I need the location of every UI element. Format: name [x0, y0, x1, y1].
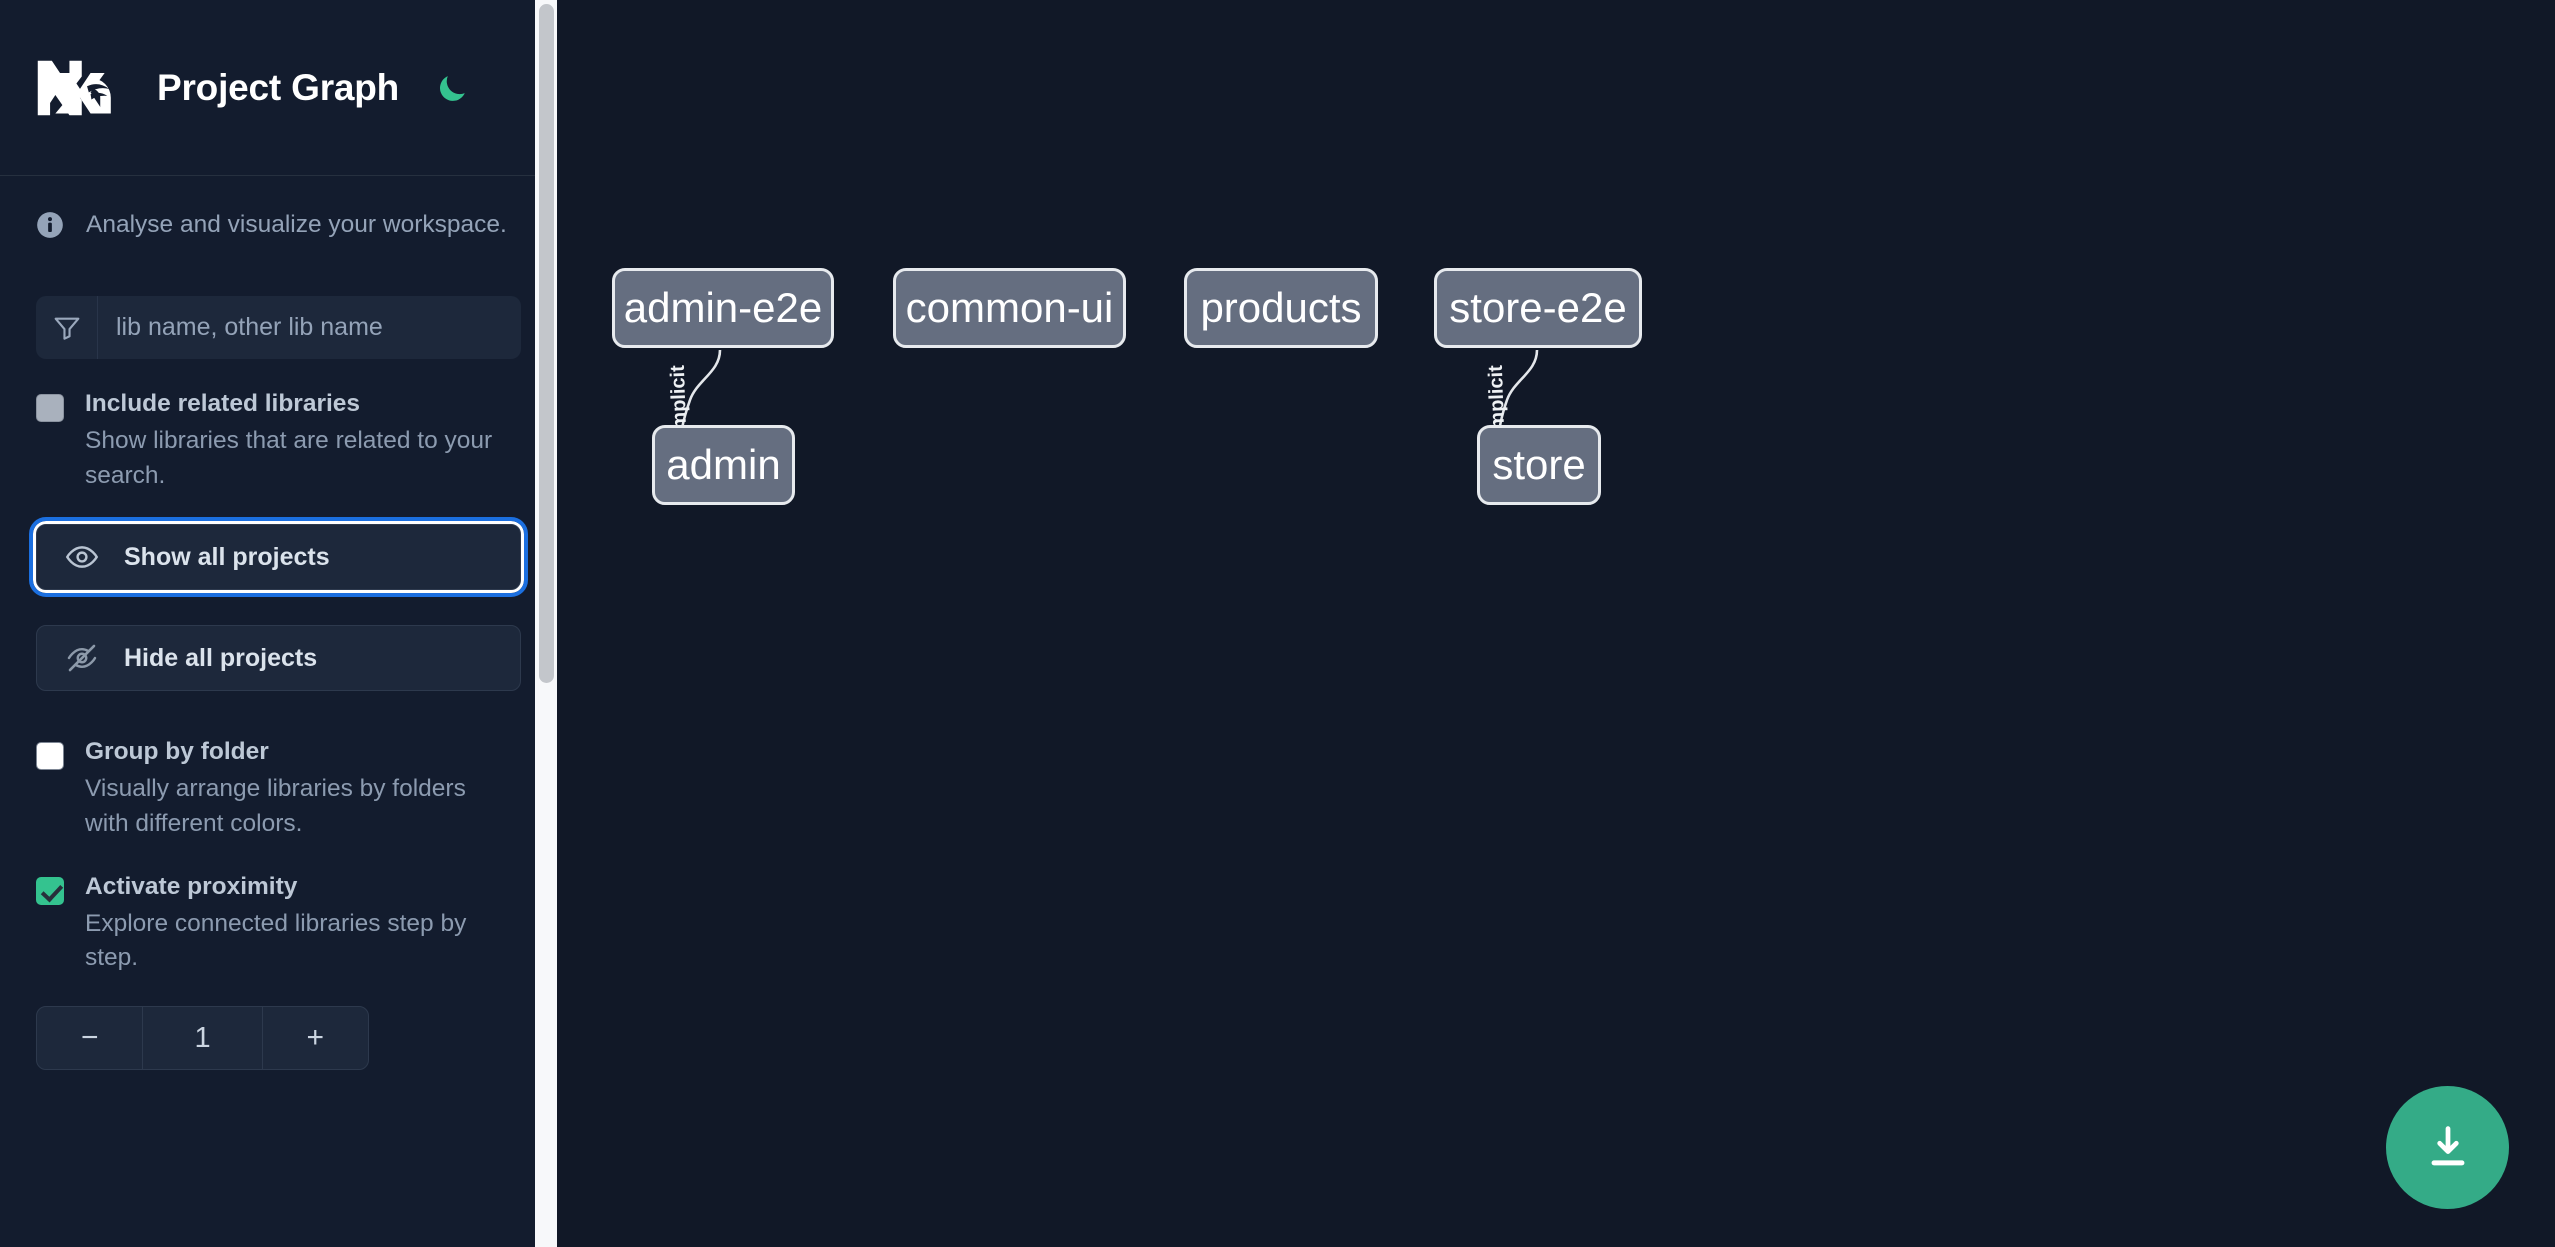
graph-node-label: store-e2e: [1449, 284, 1627, 331]
option-include-related-libraries[interactable]: Include related libraries Show libraries…: [0, 387, 557, 493]
activate-proximity-checkbox[interactable]: [36, 876, 64, 905]
moon-icon[interactable]: [430, 66, 474, 110]
option-activate-proximity[interactable]: Activate proximity Explore connected lib…: [0, 870, 557, 976]
group-by-folder-checkbox[interactable]: [36, 742, 64, 771]
option-texts: Group by folder Visually arrange librari…: [85, 735, 521, 841]
option-description: Visually arrange libraries by folders wi…: [85, 775, 466, 837]
workspace-info: Analyse and visualize your workspace.: [0, 176, 557, 274]
graph-edges-layer: implicit implicit: [667, 349, 1539, 456]
graph-node-store[interactable]: store: [1477, 425, 1601, 505]
graph-node-label: store: [1492, 441, 1586, 488]
sidebar-header: Project Graph: [0, 0, 557, 176]
svg-text:implicit: implicit: [1485, 365, 1509, 436]
page-title: Project Graph: [157, 66, 400, 108]
graph-node-label: products: [1200, 284, 1362, 331]
eye-icon: [65, 546, 99, 569]
search-input[interactable]: [98, 296, 521, 359]
graph-node-admin[interactable]: admin: [652, 425, 795, 505]
workspace-info-text: Analyse and visualize your workspace.: [86, 211, 507, 238]
option-label: Activate proximity: [85, 872, 298, 900]
sidebar-scrollbar-track[interactable]: [535, 0, 557, 1247]
graph-node-common-ui[interactable]: common-ui: [893, 268, 1126, 348]
graph-node-admin-e2e[interactable]: admin-e2e: [612, 268, 834, 348]
visibility-buttons: Show all projects Hide all projects: [0, 517, 557, 692]
edge-admin-e2e-to-admin: implicit: [667, 349, 722, 456]
option-label: Group by folder: [85, 738, 269, 766]
show-all-projects-label: Show all projects: [124, 542, 330, 571]
filter-field[interactable]: [36, 296, 521, 359]
svg-text:implicit: implicit: [667, 365, 691, 436]
proximity-stepper-wrap: − 1 +: [0, 1006, 557, 1071]
option-texts: Include related libraries Show libraries…: [85, 387, 521, 493]
option-description: Show libraries that are related to your …: [85, 426, 493, 489]
proximity-decrement-button[interactable]: −: [37, 1007, 142, 1069]
hide-all-projects-button[interactable]: Hide all projects: [36, 625, 521, 692]
download-icon: [2431, 1125, 2464, 1165]
option-description: Explore connected libraries step by step…: [85, 909, 467, 972]
info-icon: [37, 212, 63, 238]
proximity-increment-button[interactable]: +: [263, 1007, 368, 1069]
funnel-icon: [36, 296, 98, 359]
option-group-by-folder[interactable]: Group by folder Visually arrange librari…: [0, 735, 557, 841]
project-graph-canvas[interactable]: implicit implicit admin-e2e common-ui prod…: [557, 0, 2555, 1247]
option-label: Include related libraries: [85, 390, 361, 417]
graph-node-store-e2e[interactable]: store-e2e: [1434, 268, 1642, 348]
graph-node-label: common-ui: [905, 284, 1114, 331]
hide-all-projects-label: Hide all projects: [124, 643, 318, 672]
sidebar: Project Graph Analyse and visualize your…: [0, 0, 557, 1247]
eye-slash-icon: [67, 645, 97, 672]
option-texts: Activate proximity Explore connected lib…: [85, 870, 521, 976]
sidebar-scrollbar-thumb[interactable]: [539, 4, 554, 683]
include-related-libraries-checkbox: [36, 394, 64, 422]
show-all-projects-button[interactable]: Show all projects: [29, 517, 528, 598]
graph-node-label: admin: [666, 441, 781, 488]
proximity-value: 1: [142, 1007, 263, 1070]
graph-node-products[interactable]: products: [1184, 268, 1378, 348]
nx-logo: [37, 60, 111, 115]
proximity-stepper: − 1 +: [36, 1006, 369, 1071]
download-graph-button[interactable]: [2386, 1086, 2509, 1209]
graph-node-label: admin-e2e: [623, 284, 823, 331]
